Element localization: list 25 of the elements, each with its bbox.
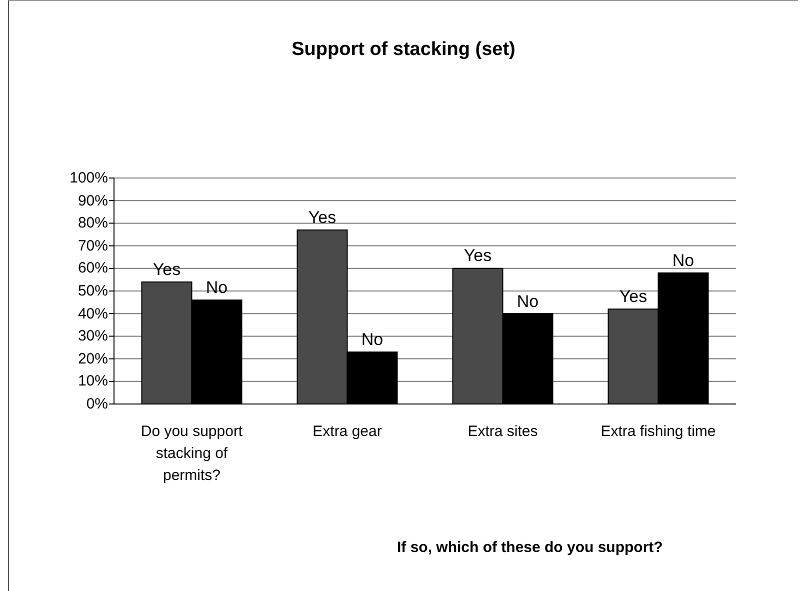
bar-label: Yes (308, 208, 336, 228)
axis-tick-label: 10% (78, 372, 108, 390)
axis-tick-label: 50% (78, 282, 108, 300)
axis-tick-label: 60% (78, 260, 108, 277)
chart-note: If so, which of these do you support? (397, 539, 663, 556)
bar-label: Yes (152, 260, 181, 280)
bar-label: No (206, 278, 228, 298)
axis-tick-label: 40% (78, 305, 108, 322)
bar-label: No (672, 250, 694, 271)
axis-tick-label: 20% (78, 350, 108, 368)
bar-label: No (516, 292, 539, 312)
category-label: Extra sites (466, 422, 539, 442)
category-label: Extra gear (312, 422, 383, 442)
bar-label: Yes (619, 287, 648, 308)
bar-label: No (361, 330, 384, 350)
category-label: Extra fishing time (600, 422, 717, 442)
bar-label: Yes (464, 246, 492, 266)
axis-tick-label: 80% (78, 214, 108, 232)
category-label: Do you support stacking of permits? (140, 422, 244, 486)
axis-tick-label: 70% (78, 237, 108, 254)
chart-title: Support of stacking (set) (292, 39, 516, 60)
axis-tick-label: 90% (78, 192, 108, 210)
axis-tick-label: 100% (70, 170, 108, 186)
axis-tick-label: 0% (86, 396, 108, 412)
axis-tick-label: 30% (78, 328, 108, 345)
